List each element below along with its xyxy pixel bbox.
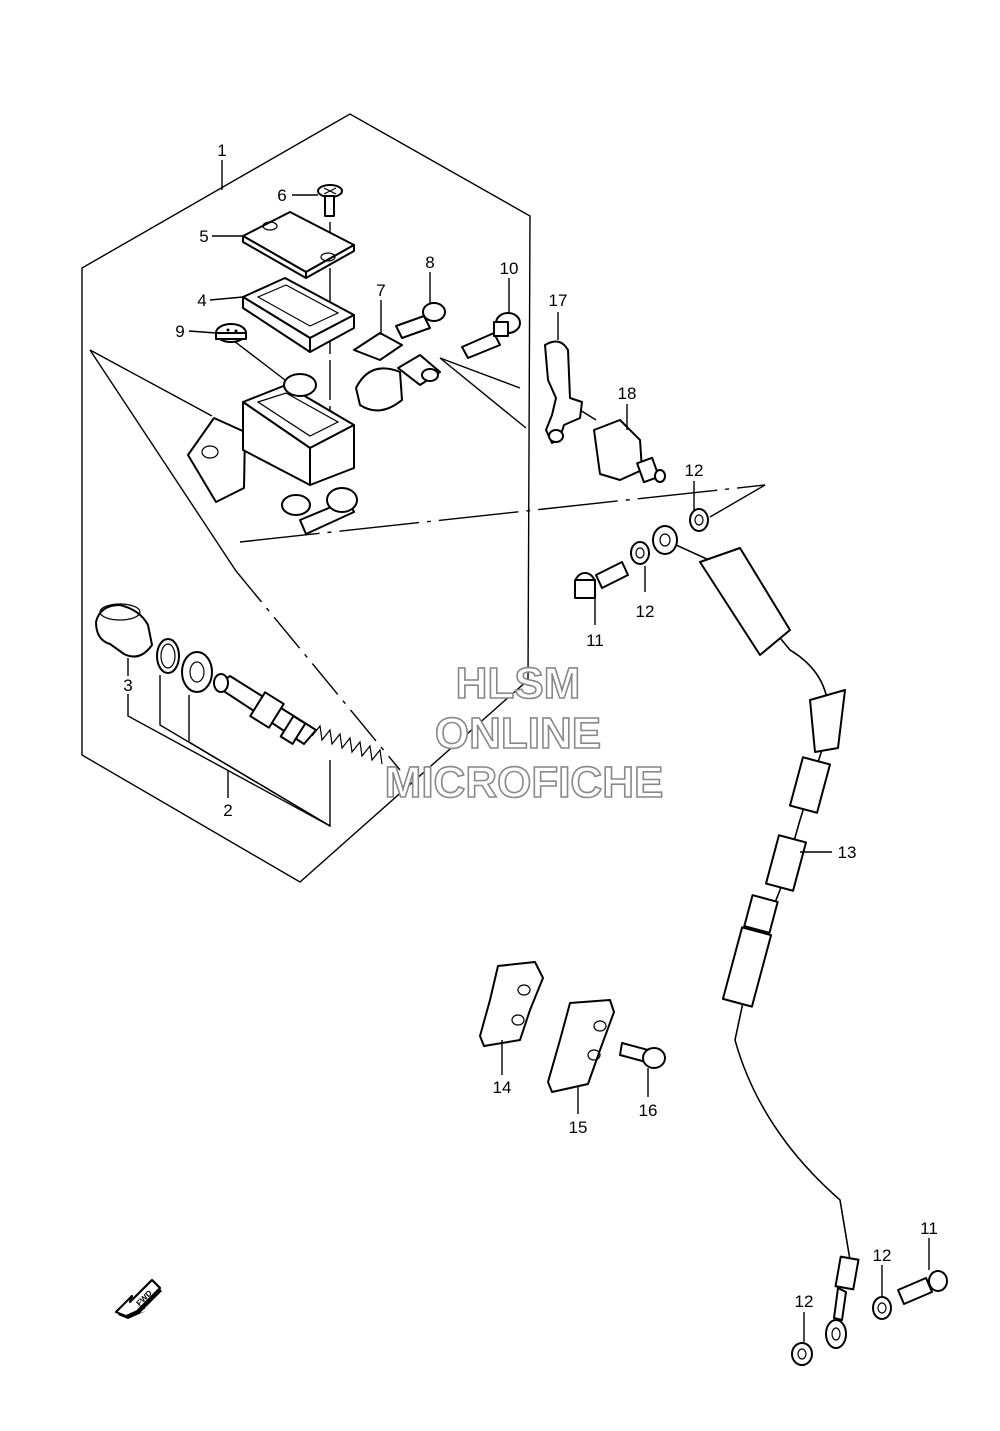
label-part-12d: 12: [795, 1292, 814, 1311]
clamp-part-15: [547, 999, 615, 1093]
assembly-outline: [81, 113, 531, 883]
label-part-8: 8: [425, 253, 434, 272]
boot-part-3: [95, 603, 153, 658]
label-part-1: 1: [217, 141, 226, 160]
fwd-arrow-icon: FWD: [115, 1279, 162, 1319]
label-part-18: 18: [618, 384, 637, 403]
reservoir-cap-part-5: [242, 211, 355, 279]
label-part-11b: 11: [920, 1219, 938, 1238]
label-part-14: 14: [493, 1078, 512, 1097]
label-part-6: 6: [277, 186, 286, 205]
spring-part-2: [311, 724, 383, 765]
hose-part-13: [652, 525, 860, 1349]
piston-part-2: [213, 673, 317, 745]
watermark: HLSM ONLINE MICROFICHE: [384, 658, 664, 808]
label-part-11a: 11: [586, 631, 604, 650]
label-part-4: 4: [197, 291, 206, 310]
label-part-16: 16: [639, 1101, 658, 1120]
label-part-15: 15: [569, 1118, 588, 1137]
circlip-part-2: [156, 638, 180, 674]
banjo-bolt-part-11a: [574, 561, 629, 599]
label-part-13: 13: [838, 843, 857, 862]
diaphragm-part-4: [242, 277, 355, 353]
label-part-12a: 12: [685, 461, 704, 480]
clamp-part-14: [479, 961, 544, 1047]
label-part-7: 7: [376, 281, 385, 300]
bolt-part-10: [461, 312, 521, 359]
label-part-12b: 12: [636, 602, 655, 621]
banjo-bolt-part-11b: [897, 1270, 948, 1305]
label-part-10: 10: [500, 259, 519, 278]
part-labels: 1 6 5 4 9 7 8 10 17 18 12 12 11 3 2 13 1…: [123, 141, 938, 1311]
watermark-line-3: MICROFICHE: [385, 758, 664, 807]
holder-part-7: [353, 332, 441, 412]
bolt-part-8: [395, 302, 446, 339]
guide-lines: [89, 222, 766, 771]
leader-lines: [127, 160, 930, 1342]
plate-part-9: [215, 323, 247, 343]
label-part-17: 17: [549, 291, 568, 310]
label-part-5: 5: [199, 227, 208, 246]
watermark-line-2: ONLINE: [435, 709, 601, 758]
watermark-line-1: HLSM: [456, 659, 581, 708]
washers-part-12: [630, 508, 892, 1366]
label-part-2: 2: [223, 801, 232, 820]
label-part-9: 9: [175, 322, 184, 341]
switch-part-18: [593, 419, 666, 484]
master-cylinder-body: [187, 373, 358, 535]
screw-part-6: [317, 184, 343, 217]
bolt-part-16: [619, 1042, 666, 1069]
washer-part-2: [181, 651, 213, 693]
label-part-3: 3: [123, 676, 132, 695]
lever-part-17: [544, 340, 583, 444]
label-part-12c: 12: [873, 1246, 892, 1265]
